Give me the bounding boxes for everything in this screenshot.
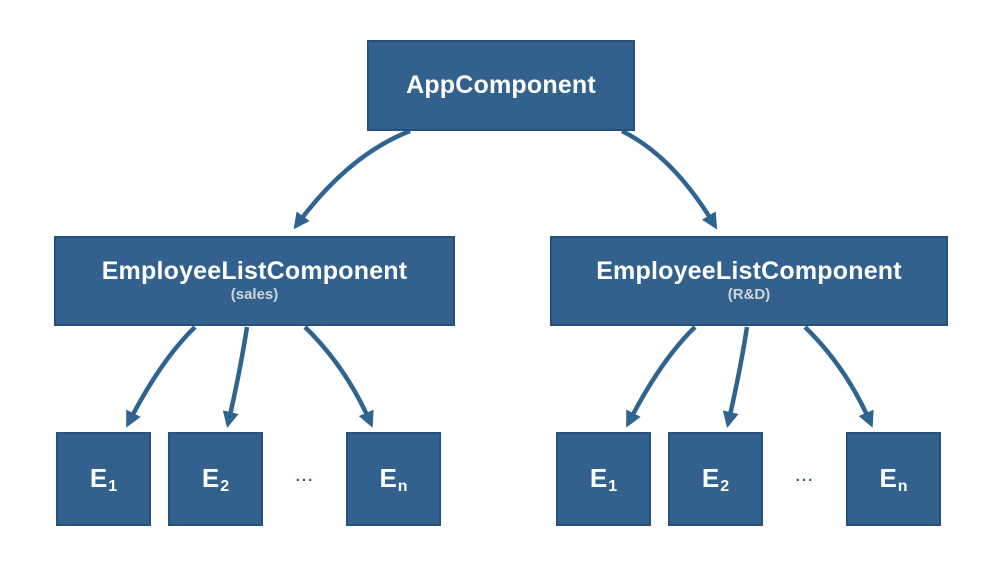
- rnd-employee-node-2: E2: [668, 432, 763, 526]
- employee-list-rnd-title: EmployeeListComponent: [596, 256, 902, 285]
- rnd-ellipsis: ...: [795, 468, 815, 485]
- arrow-sales-to-e1: [125, 325, 197, 428]
- arrow-rnd-to-e1: [625, 325, 697, 428]
- employee-list-sales-node: EmployeeListComponent (sales): [54, 236, 455, 326]
- employee-list-rnd-subtitle: (R&D): [727, 286, 771, 303]
- employee-list-sales-subtitle: (sales): [230, 286, 279, 303]
- rnd-employee-node-n: En: [846, 432, 941, 526]
- sales-employee-label-1: E1: [89, 462, 118, 495]
- arrow-rnd-to-e2: [722, 326, 750, 428]
- arrow-root-to-sales: [293, 128, 411, 230]
- rnd-employee-label-2: E2: [701, 462, 730, 495]
- arrow-root-to-rnd: [620, 128, 718, 230]
- rnd-employee-node-1: E1: [556, 432, 651, 526]
- rnd-employee-label-n: En: [879, 462, 908, 495]
- arrow-sales-to-e2: [222, 326, 250, 428]
- employee-list-rnd-node: EmployeeListComponent (R&D): [550, 236, 948, 326]
- sales-employee-node-1: E1: [56, 432, 151, 526]
- arrow-rnd-to-en: [803, 325, 874, 428]
- app-component-title: AppComponent: [406, 70, 596, 99]
- sales-employee-node-n: En: [346, 432, 441, 526]
- sales-employee-node-2: E2: [168, 432, 263, 526]
- sales-employee-label-n: En: [379, 462, 408, 495]
- employee-list-sales-title: EmployeeListComponent: [101, 256, 408, 285]
- app-component-node: AppComponent: [367, 40, 635, 131]
- rnd-employee-label-1: E1: [589, 462, 618, 495]
- sales-ellipsis: ...: [295, 468, 315, 485]
- sales-employee-label-2: E2: [201, 462, 230, 495]
- arrow-sales-to-en: [303, 325, 374, 428]
